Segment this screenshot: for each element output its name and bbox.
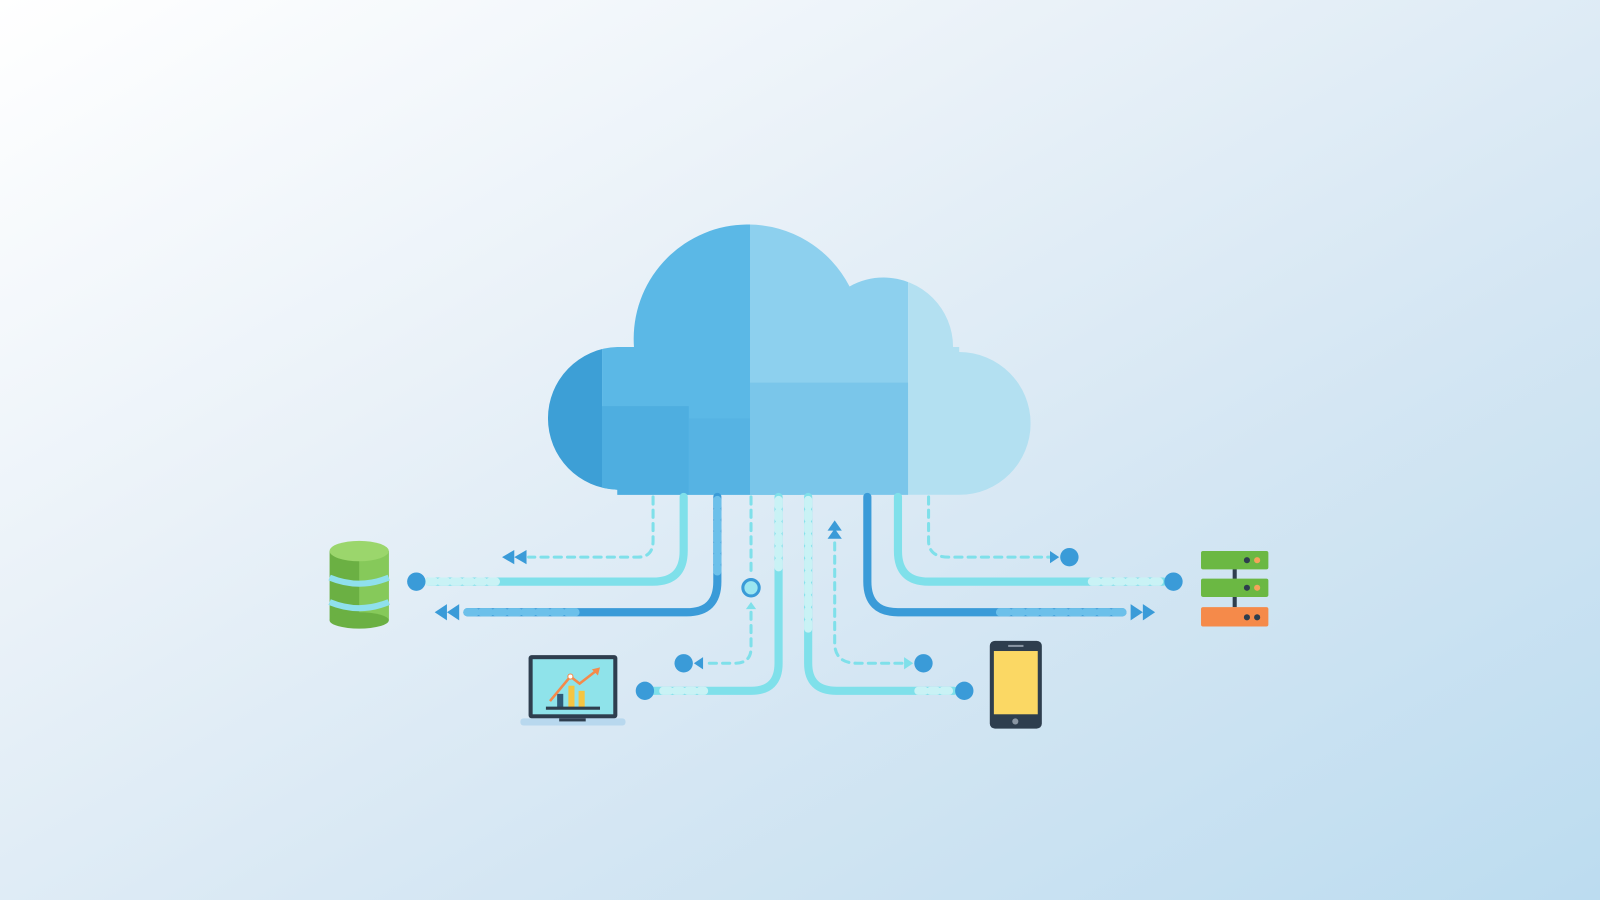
arrow-right-icon (904, 657, 914, 670)
arrow-left-icon (502, 550, 515, 565)
server-rack-icon (1201, 551, 1269, 627)
arrow-right-icon (1050, 551, 1060, 564)
node-dot (635, 681, 655, 700)
arrows-and-nodes (407, 520, 1183, 700)
node-dot (1164, 572, 1183, 591)
node-ring (741, 578, 761, 598)
node-dot (674, 654, 693, 673)
arrow-left-icon (446, 604, 460, 621)
arrow-right-icon (1142, 604, 1156, 621)
arrow-left-icon (693, 657, 704, 670)
arrow-up-icon (827, 520, 842, 531)
connection-lines (424, 492, 1168, 695)
arrow-up-icon (745, 602, 757, 610)
database-icon (328, 540, 390, 629)
node-dot (955, 681, 974, 700)
cloud-icon (547, 224, 1031, 495)
arrow-up-icon (827, 528, 842, 539)
laptop-chart-icon (520, 655, 626, 726)
node-dot (1060, 547, 1079, 567)
arrow-right-icon (1130, 604, 1143, 621)
node-dot (914, 654, 933, 673)
arrow-left-icon (514, 550, 527, 565)
smartphone-icon (989, 640, 1042, 729)
node-dot (407, 572, 426, 591)
arrow-left-icon (434, 604, 447, 621)
